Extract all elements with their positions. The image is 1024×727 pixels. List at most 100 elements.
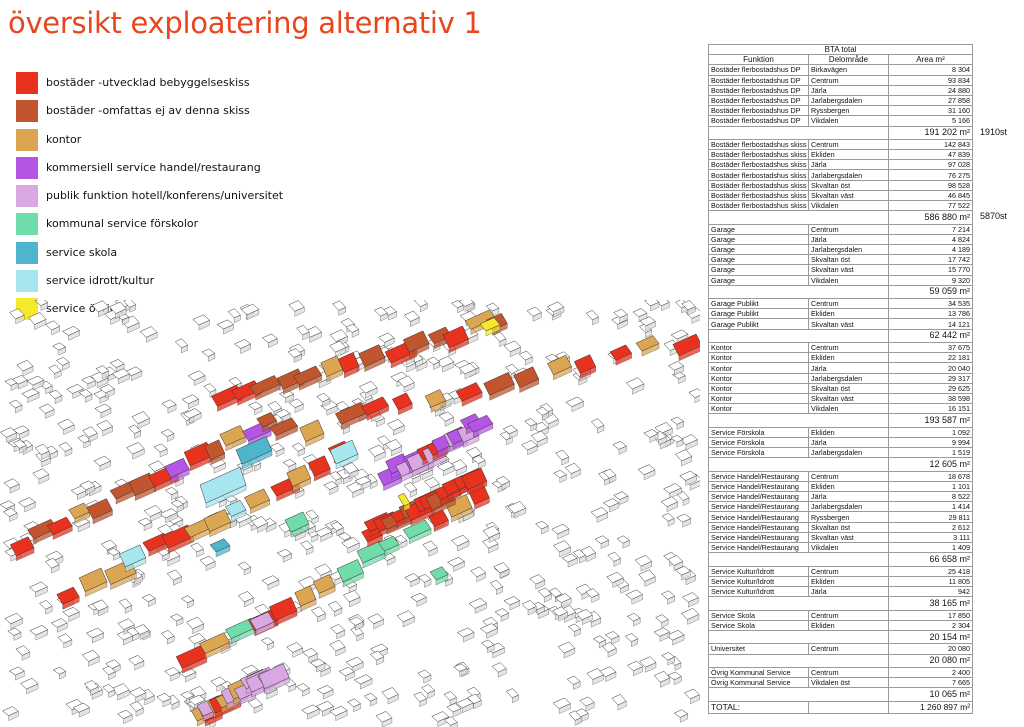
house-block: [661, 512, 675, 527]
subtotal-spacer: [708, 457, 889, 472]
house-block: [260, 637, 275, 651]
house-block: [413, 691, 427, 707]
cell-delomrade: Jarlabergsdalen: [808, 447, 889, 459]
house-block: [625, 589, 643, 605]
cell-delomrade: Järla: [808, 233, 889, 245]
house-block: [613, 491, 629, 505]
house-block: [2, 507, 18, 522]
cell-area: 4 189: [887, 243, 974, 256]
house-block: [82, 426, 98, 443]
house-block: [639, 316, 656, 332]
unit-count-note: 5870st: [980, 211, 1008, 222]
house-block: [300, 540, 314, 556]
house-block: [7, 627, 22, 641]
house-block: [237, 591, 255, 608]
house-block: [481, 639, 495, 654]
building-block: [56, 586, 80, 610]
house-block: [62, 606, 80, 622]
house-block: [78, 389, 93, 403]
house-block: [384, 439, 403, 457]
cell-delomrade: Ryssbergen: [808, 105, 889, 117]
cell-funktion: Service Skola: [708, 619, 809, 631]
cell-funktion: Kontor: [708, 392, 809, 405]
house-block: [102, 683, 116, 698]
building-block: [86, 498, 113, 525]
cell-area: 17 742: [887, 254, 974, 266]
preschool-building: [284, 511, 310, 538]
house-block: [489, 579, 504, 595]
building-block: [219, 425, 247, 452]
house-block: [397, 375, 415, 393]
building-block: [442, 325, 469, 354]
house-block: [367, 613, 385, 630]
cell-funktion: Bostäder flerbostadshus skiss: [708, 169, 809, 181]
house-block: [186, 616, 205, 635]
house-block: [566, 675, 581, 690]
building-block: [360, 396, 390, 421]
house-block: [564, 462, 581, 480]
house-block: [482, 525, 501, 543]
cell-delomrade: Birkavägen: [808, 64, 889, 76]
cell-area: 29 317: [887, 372, 974, 384]
house-block: [639, 656, 657, 673]
cell-area: 2 612: [887, 521, 974, 533]
table-row: 59 059 m²: [708, 284, 974, 300]
subtotal-spacer: [708, 687, 889, 702]
cell-delomrade: Skvaltan väst: [808, 392, 889, 405]
legend-label: kontor: [46, 132, 82, 146]
cell-delomrade: Ekliden: [808, 352, 889, 364]
cell-area: 14 121: [887, 318, 974, 330]
house-block: [551, 523, 570, 540]
house-block: [121, 315, 140, 334]
house-block: [503, 340, 522, 358]
subtotal-spacer: [708, 413, 889, 428]
legend-label: service idrott/kultur: [46, 274, 155, 288]
house-block: [187, 370, 206, 386]
building-block: [307, 455, 331, 482]
house-block: [666, 629, 685, 646]
house-block: [16, 359, 34, 377]
cell-funktion: Bostäder flerbostadshus DP: [708, 105, 809, 117]
cell-area: 142 843: [887, 138, 974, 151]
house-block: [133, 624, 150, 640]
house-block: [139, 326, 158, 343]
cell-funktion: Bostäder flerbostadshus DP: [708, 64, 809, 76]
house-block: [446, 703, 462, 718]
cell-delomrade: Ekliden: [808, 308, 889, 320]
cell-funktion: Garage: [708, 264, 809, 276]
building-block: [455, 382, 483, 407]
house-block: [685, 307, 700, 324]
house-block: [537, 587, 552, 603]
house-block: [552, 606, 569, 622]
house-block: [377, 332, 395, 348]
legend-item: kontor: [16, 128, 316, 157]
house-block: [655, 300, 670, 312]
house-block: [616, 535, 630, 549]
cell-area: 1 092: [887, 426, 974, 438]
cell-delomrade: Centrum: [808, 138, 889, 151]
building-block: [225, 499, 247, 522]
house-block: [493, 562, 510, 579]
house-block: [667, 555, 684, 571]
house-block: [240, 303, 260, 321]
house-block: [26, 375, 45, 391]
legend-item: service skola: [16, 241, 316, 270]
house-block: [613, 308, 628, 324]
house-block: [269, 442, 285, 458]
building-block: [286, 464, 312, 492]
house-block: [585, 310, 599, 326]
cell-funktion: Service Kultur/Idrott: [708, 575, 809, 587]
house-block: [342, 590, 361, 608]
house-block: [491, 662, 507, 678]
house-block: [57, 418, 75, 435]
house-block: [4, 613, 23, 630]
building-block: [547, 354, 573, 381]
house-block: [675, 449, 693, 467]
house-block: [679, 434, 698, 451]
house-block: [91, 300, 110, 318]
house-block: [394, 534, 408, 549]
